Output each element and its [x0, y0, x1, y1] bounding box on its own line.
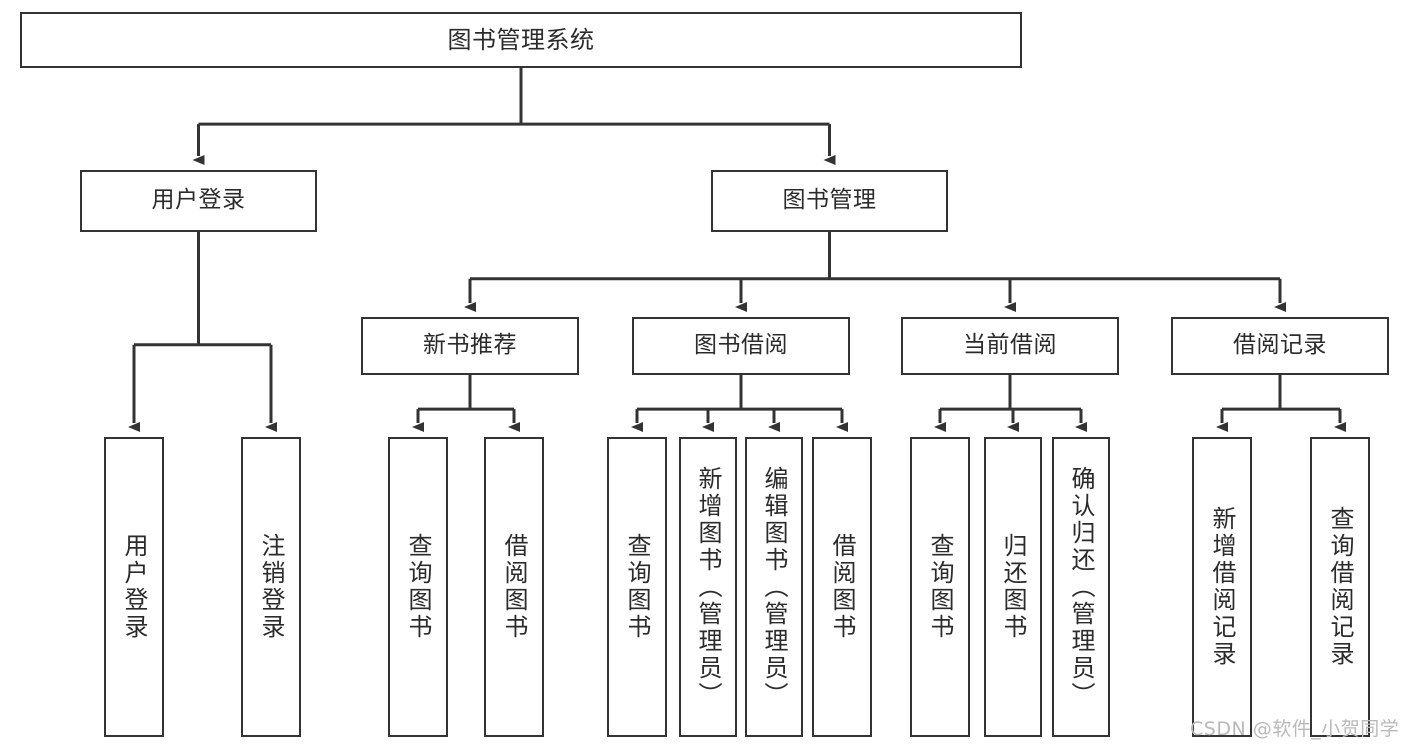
- node-label-leaf-add-book: 新增图书（管理员）: [694, 465, 722, 709]
- node-leaf-query-book-recommend[interactable]: 查询图书: [388, 437, 448, 737]
- node-label-leaf-logout: 注销登录: [257, 533, 285, 641]
- node-label-leaf-borrow-book-recommend: 借阅图书: [500, 533, 528, 641]
- node-label-root: 图书管理系统: [447, 25, 595, 54]
- node-user-login[interactable]: 用户登录: [80, 170, 317, 232]
- node-book-borrow[interactable]: 图书借阅: [632, 317, 850, 375]
- node-label-leaf-edit-book: 编辑图书（管理员）: [760, 465, 788, 709]
- node-leaf-query-book-borrow[interactable]: 查询图书: [607, 437, 667, 737]
- node-label-leaf-return-book: 归还图书: [999, 533, 1027, 641]
- node-borrow-record[interactable]: 借阅记录: [1171, 317, 1389, 375]
- node-label-book-management: 图书管理: [782, 187, 877, 214]
- node-label-current-borrow: 当前借阅: [963, 332, 1057, 359]
- node-label-leaf-user-login: 用户登录: [120, 533, 148, 641]
- node-leaf-confirm-return[interactable]: 确认归还（管理员）: [1052, 437, 1110, 737]
- node-label-borrow-record: 借阅记录: [1233, 332, 1327, 359]
- node-book-management[interactable]: 图书管理: [711, 170, 948, 232]
- node-label-leaf-query-book-recommend: 查询图书: [404, 533, 432, 641]
- node-label-user-login: 用户登录: [151, 187, 246, 214]
- node-leaf-query-book-current[interactable]: 查询图书: [910, 437, 970, 737]
- node-leaf-add-borrow-record[interactable]: 新增借阅记录: [1192, 437, 1252, 737]
- node-leaf-borrow-book-recommend[interactable]: 借阅图书: [484, 437, 544, 737]
- node-label-new-book-recommend: 新书推荐: [423, 332, 517, 359]
- node-leaf-query-borrow-record[interactable]: 查询借阅记录: [1310, 437, 1370, 737]
- node-current-borrow[interactable]: 当前借阅: [901, 317, 1119, 375]
- node-label-leaf-query-borrow-record: 查询借阅记录: [1326, 506, 1354, 668]
- node-label-leaf-borrow-book: 借阅图书: [828, 533, 856, 641]
- node-label-leaf-confirm-return: 确认归还（管理员）: [1067, 465, 1095, 709]
- node-label-leaf-query-book-borrow: 查询图书: [623, 533, 651, 641]
- node-label-leaf-add-borrow-record: 新增借阅记录: [1208, 506, 1236, 668]
- node-label-book-borrow: 图书借阅: [694, 332, 788, 359]
- node-leaf-edit-book[interactable]: 编辑图书（管理员）: [745, 437, 803, 737]
- node-root[interactable]: 图书管理系统: [20, 12, 1022, 68]
- node-leaf-return-book[interactable]: 归还图书: [984, 437, 1042, 737]
- node-leaf-user-login[interactable]: 用户登录: [104, 437, 164, 737]
- node-leaf-add-book[interactable]: 新增图书（管理员）: [679, 437, 737, 737]
- node-new-book-recommend[interactable]: 新书推荐: [361, 317, 579, 375]
- node-label-leaf-query-book-current: 查询图书: [926, 533, 954, 641]
- node-leaf-borrow-book[interactable]: 借阅图书: [812, 437, 872, 737]
- node-leaf-logout[interactable]: 注销登录: [241, 437, 301, 737]
